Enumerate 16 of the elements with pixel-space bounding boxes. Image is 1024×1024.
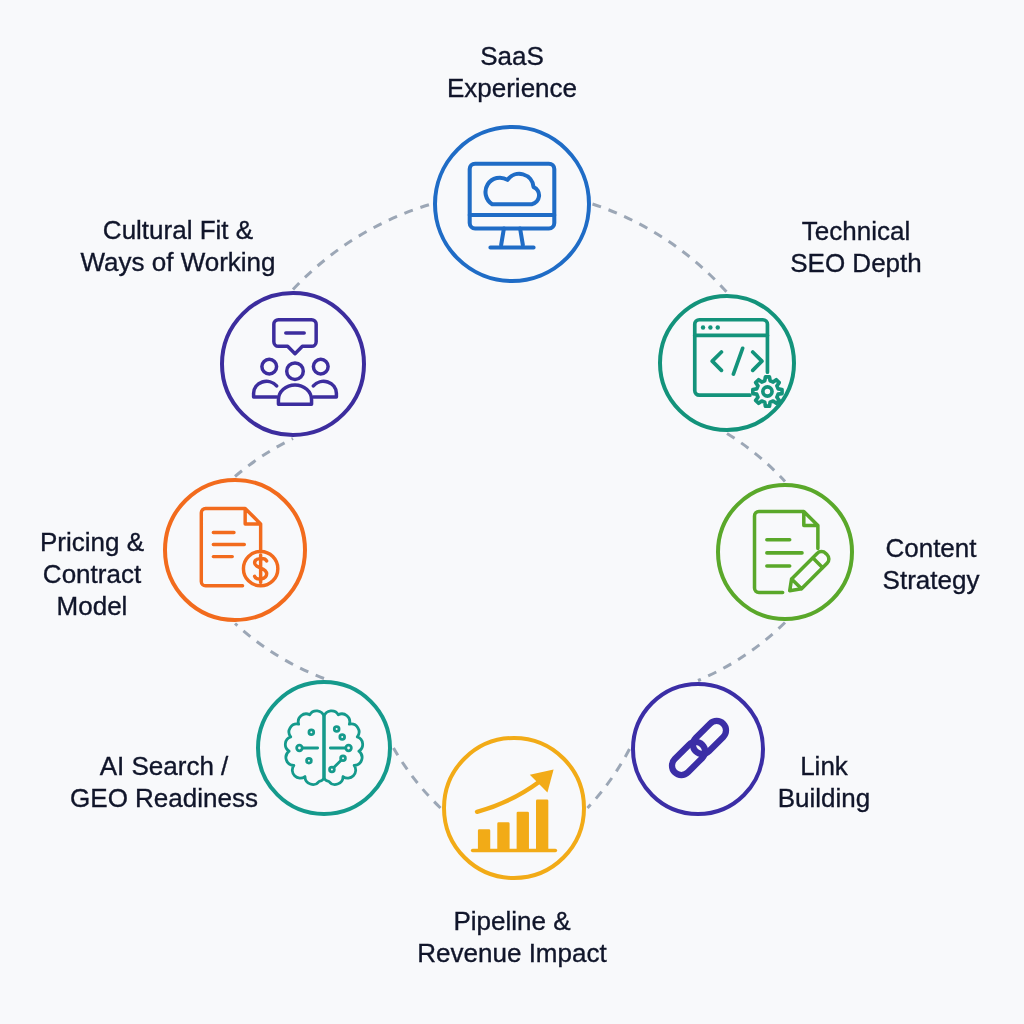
category-label: Pricing & Contract Model (38, 526, 145, 622)
connector-arc (726, 432, 787, 483)
category-label: SaaS Experience (445, 40, 579, 104)
category-label: Content Strategy (881, 532, 981, 596)
connector-arc (291, 202, 432, 291)
connector-arc (234, 622, 325, 680)
category-label: Technical SEO Depth (789, 215, 923, 279)
category-label: Pipeline & Revenue Impact (416, 905, 608, 969)
connector-arc (392, 747, 442, 810)
connector-arc (591, 202, 729, 294)
category-label: Cultural Fit & Ways of Working (79, 214, 277, 278)
connector-arc (234, 437, 294, 478)
connector-arc (697, 621, 786, 682)
connector-arc (586, 748, 631, 809)
category-label: Link Building (776, 750, 872, 814)
category-label: AI Search / GEO Readiness (69, 750, 259, 814)
